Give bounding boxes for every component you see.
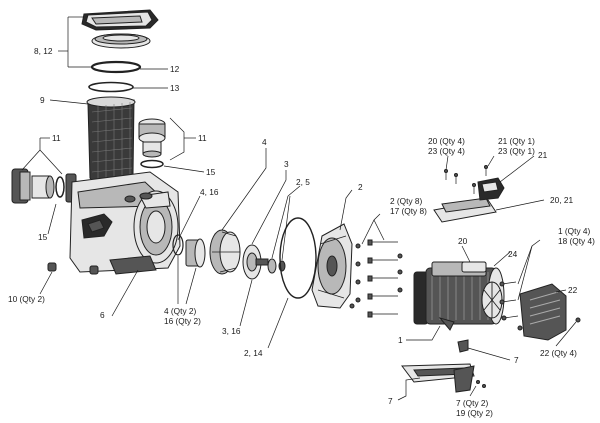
callout-13: 13 [170,83,180,93]
callout-4-qty2: 4 (Qty 2) [164,306,197,316]
callout-4-16: 4, 16 [200,187,219,197]
callout-21-qty1: 21 (Qty 1) [498,136,535,146]
callout-22-qty4: 22 (Qty 4) [540,348,577,358]
callout-20-qty4: 20 (Qty 4) [428,136,465,146]
callout-3: 3 [284,159,289,169]
callout-16-qty2: 16 (Qty 2) [164,316,201,326]
callout-23-qty4: 23 (Qty 4) [428,146,465,156]
seal-plate [311,223,353,309]
callout-1-qty4: 1 (Qty 4) [558,226,591,236]
callout-20-21: 20, 21 [550,195,573,205]
seal-parts [267,258,286,274]
leader-lines [21,16,577,401]
callout-15-right: 15 [206,167,216,177]
fan-cover [519,283,567,341]
callout-15-left: 15 [38,232,48,242]
callout-7-qty2: 7 (Qty 2) [456,398,489,408]
callout-22: 22 [568,285,578,295]
callout-19-qty2: 19 (Qty 2) [456,408,493,418]
o-ring-13 [88,81,134,93]
callout-3-16: 3, 16 [222,326,241,336]
callout-11-left: 11 [52,133,61,143]
callout-2-5: 2, 5 [296,177,310,187]
callout-18-qty4: 18 (Qty 4) [558,236,595,246]
callout-6: 6 [100,310,105,320]
base-bracket [401,339,486,393]
large-o-ring-2-14 [279,217,317,299]
fan [481,281,503,319]
callout-12: 12 [170,64,180,74]
union-parts-right [138,118,166,169]
small-screws-top [444,165,488,194]
motor-bolts [499,281,581,331]
impeller [242,244,269,280]
pump-housing [69,171,181,275]
callout-4: 4 [262,137,267,147]
drain-plugs [47,262,99,275]
gasket-4-16 [172,234,184,256]
union-parts-left [11,168,77,204]
drive-covers [433,177,505,223]
callout-2-qty8: 2 (Qty 8) [390,196,423,206]
strainer-basket [86,96,136,187]
lid-assembly [81,9,159,49]
callout-11-right: 11 [198,133,207,143]
callout-2-14: 2, 14 [244,348,263,358]
callout-7-right: 7 [514,355,519,365]
callout-8-12: 8, 12 [34,46,53,56]
callout-labels: 8, 12 12 13 9 11 11 15 15 4, 16 4 3 2, 5… [8,46,595,418]
housing-bolts [349,239,403,318]
callout-17-qty8: 17 (Qty 8) [390,206,427,216]
diffuser [185,229,241,275]
callout-23-qty1: 23 (Qty 1) [498,146,535,156]
callout-20: 20 [458,236,468,246]
callout-9: 9 [40,95,45,105]
callout-2: 2 [358,182,363,192]
callout-21: 21 [538,150,548,160]
callout-1: 1 [398,335,403,345]
o-ring-12 [90,60,142,74]
callout-7-left: 7 [388,396,393,406]
callout-10-qty2: 10 (Qty 2) [8,294,45,304]
callout-24: 24 [508,249,518,259]
